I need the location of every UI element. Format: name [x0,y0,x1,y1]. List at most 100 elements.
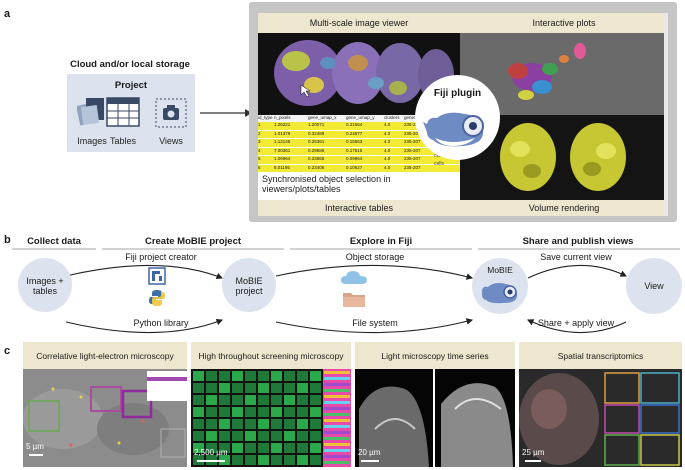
well [245,431,256,441]
well [232,407,243,417]
clem-image [23,369,187,467]
table-cell: 4.0 [384,147,391,153]
stage-separators [12,248,680,250]
fiji-plugin-label: Fiji plugin [433,88,482,99]
tile-clem-title: Correlative light-electron microscopy [23,342,187,369]
project-title: Project [114,80,148,91]
well [258,383,269,393]
stage-title-share: Share and publish views [522,236,634,247]
cloud-icon [341,271,367,284]
well [284,419,295,429]
stage-title-create: Create MoBIE project [144,236,242,247]
volume-title: Volume rendering [528,203,600,213]
well [284,431,295,441]
scalebar [361,460,379,462]
well [258,431,269,441]
well [206,419,217,429]
arrow-to-viewer [200,109,252,117]
plots-title: Interactive plots [532,18,596,28]
well [206,371,217,381]
table-cell: 0.21664 [346,122,363,127]
well [232,455,243,465]
table-cell: 0.29586 [308,147,325,153]
node-mobie-project [222,258,276,312]
table-cell: 235-207 [404,156,421,161]
table-cell: 0.15563 [346,139,363,144]
plate-table-row [324,455,350,458]
tile-st-scale: 25 µm [522,448,545,457]
node-mobie-label: MoBIE [487,265,513,275]
well [258,395,269,405]
plate-table-row [324,371,350,374]
multiscale-image[interactable] [258,33,460,115]
table-cell: 1.01379 [274,130,291,136]
well [310,395,321,405]
table-header-cell: gene_umap_y [346,115,375,120]
table-cell: 0.24677 [346,130,363,136]
table-header-cell: geneS [404,115,418,120]
scrollbar[interactable] [664,13,668,216]
table-cell: 235-207 [404,122,421,127]
tile-hts-title: High throughout screening microscopy [191,342,351,369]
tile-clem-scale: 5 µm [26,442,44,451]
well [232,419,243,429]
well [219,419,230,429]
plate-table-row [324,437,350,440]
well [219,443,230,453]
views-label: Views [159,136,183,146]
table-cell: 7.00361 [274,147,291,153]
well [193,419,204,429]
table-cell: 0.10627 [346,164,363,170]
table-cell: 235-207 [404,130,421,136]
table-cell: 8.01195 [274,164,290,170]
tile-lm: Light microscopy time series 20 µm [355,342,515,467]
scatter-plot[interactable] [460,33,668,115]
cells-cell: cells [434,160,445,167]
node-mobie-project-label: MoBIE project [235,276,263,296]
images-label: Images [77,136,107,146]
plate-table-row [324,461,350,464]
well [219,383,230,393]
sync-text: Synchronised object selection in viewers… [262,174,432,194]
node-images-tables [18,258,72,312]
well [232,383,243,393]
well [297,431,308,441]
well [258,407,269,417]
tile-clem: Correlative light-electron microscopy 5 … [23,342,187,467]
table-cell: 235-207 [404,147,421,153]
scalebar [197,460,225,462]
table-header-cell: id_type [258,115,273,120]
plate-table-row [324,407,350,410]
well [193,383,204,393]
label-fiji-project-creator: Fiji project creator [125,252,197,262]
well [232,431,243,441]
well [310,419,321,429]
well [297,383,308,393]
well [206,407,217,417]
table-cell: 3 [258,139,261,144]
tile-lm-title: Light microscopy time series [355,342,515,369]
tile-st: Spatial transcriptomics 25 µm [519,342,682,467]
tile-hts-scale: 2,500 µm [194,448,228,457]
well [219,431,230,441]
well [245,455,256,465]
well [297,371,308,381]
well [245,383,256,393]
well [206,395,217,405]
well [284,395,295,405]
well [245,443,256,453]
tile-hts: High throughout screening microscopy 2,5… [191,342,351,467]
plate-table-row [324,377,350,380]
table-cell: 0.32489 [308,130,325,136]
tables-icon [106,97,140,127]
well [245,371,256,381]
plate-table-row [324,395,350,398]
well [193,371,204,381]
